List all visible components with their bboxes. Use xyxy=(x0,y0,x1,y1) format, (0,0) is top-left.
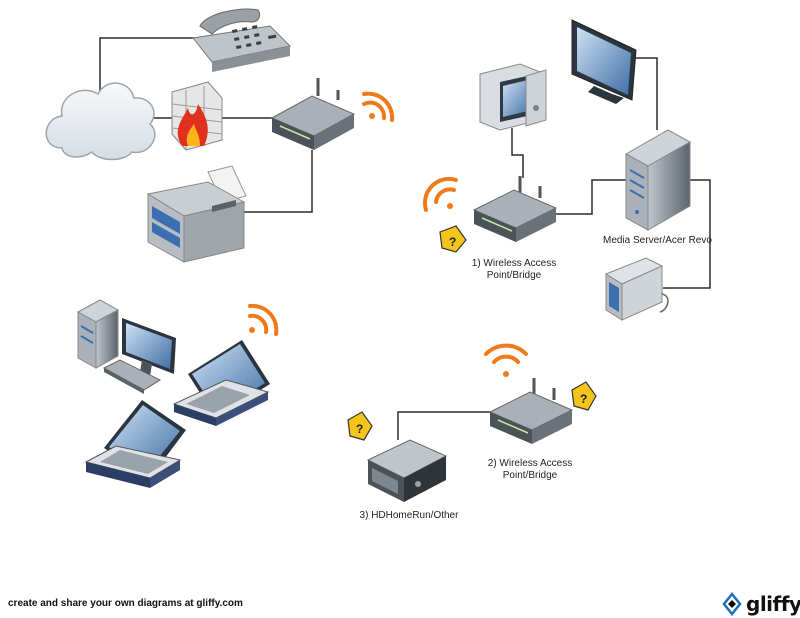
phone-icon xyxy=(192,8,292,72)
monitor-icon xyxy=(571,19,637,104)
svg-text:?: ? xyxy=(449,235,456,249)
firewall-icon xyxy=(171,81,223,151)
svg-text:?: ? xyxy=(580,392,587,406)
wap2-question-shield-icon: ? xyxy=(571,381,597,411)
wap1-question-shield-icon: ? xyxy=(439,225,467,253)
wap1-wifi-icon xyxy=(422,176,458,212)
line-monitor-server xyxy=(628,57,658,130)
wifi-icon xyxy=(362,91,395,122)
desktop-cluster-monitor-icon xyxy=(122,318,176,376)
printer-icon xyxy=(146,165,247,263)
wap2-wifi-icon xyxy=(484,343,528,377)
line-router-printer xyxy=(240,150,313,213)
gliffy-tagline-link[interactable]: create and share your own diagrams at gl… xyxy=(8,598,243,609)
external-drive-icon xyxy=(604,257,669,321)
hdhomerun-question-shield-icon: ? xyxy=(347,411,373,441)
desktop-computer-icon xyxy=(479,63,547,131)
cluster-wifi-icon xyxy=(248,303,279,336)
wap2-label: 2) Wireless Access Point/Bridge xyxy=(487,458,573,481)
gliffy-logo-icon xyxy=(722,592,742,616)
laptop2-icon xyxy=(84,400,186,488)
hdhomerun-label: 3) HDHomeRun/Other xyxy=(359,510,459,521)
line-desktop-wap1 xyxy=(511,128,524,178)
gliffy-logo[interactable]: gliffy xyxy=(722,590,800,618)
line-wap1-server xyxy=(556,179,630,215)
wap2-router-icon xyxy=(488,378,574,444)
gliffy-logo-word: gliffy xyxy=(746,592,800,616)
line-server-drive xyxy=(663,179,711,289)
router-icon xyxy=(270,78,356,150)
svg-text:?: ? xyxy=(356,422,363,436)
hdhomerun-icon xyxy=(366,439,448,502)
media-server-label: Media Server/Acer Revo xyxy=(603,235,712,246)
cloud-icon xyxy=(45,82,156,161)
laptop1-icon xyxy=(172,340,270,426)
desktop-cluster-tower-icon xyxy=(76,299,120,369)
wap1-router-icon xyxy=(472,176,558,242)
wap1-label: 1) Wireless Access Point/Bridge xyxy=(471,258,557,281)
line-cloud-phone xyxy=(99,37,195,100)
keyboard-icon xyxy=(102,359,162,394)
line-wap2-hdhomerun xyxy=(397,411,490,440)
server-icon xyxy=(624,129,692,231)
connection-lines xyxy=(99,37,711,440)
